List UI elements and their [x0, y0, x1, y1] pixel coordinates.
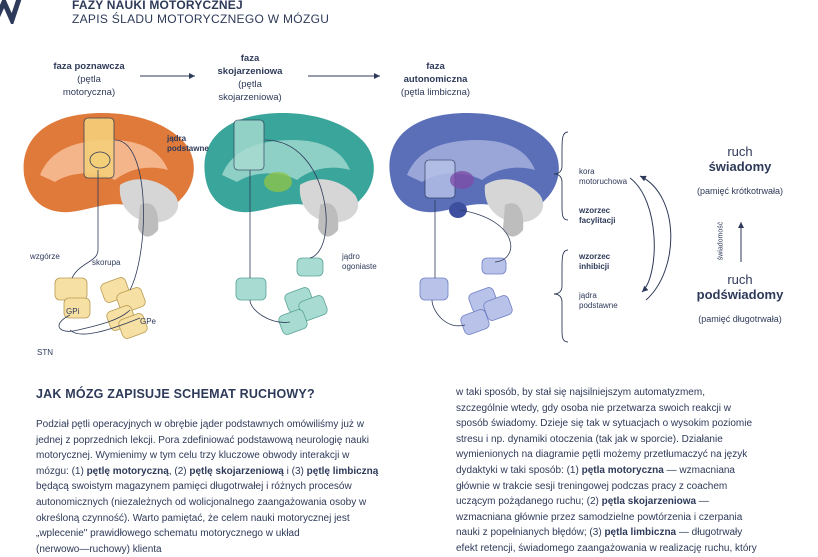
motor-loop-lines — [58, 139, 144, 335]
brain-motor — [23, 113, 194, 237]
brain-limbic — [389, 113, 559, 237]
assoc-loop-lines — [249, 139, 327, 323]
brain-associative — [204, 113, 374, 237]
basal-ganglia-limbic — [419, 257, 513, 335]
brace-lower — [553, 249, 569, 343]
cycle-arrow-down — [629, 177, 655, 293]
cycle-arrow-up — [639, 175, 672, 301]
label-skorupa: skorupa — [92, 258, 121, 267]
motor-learning-diagram — [23, 73, 744, 343]
label-gpi: GPi — [66, 307, 80, 316]
label-swiadomosc: świadomość — [717, 221, 725, 261]
label-wzgorze: wzgórze — [30, 252, 60, 261]
ruch-swiadomy: ruch świadomy (pamięć krótkotrwała) — [696, 144, 784, 196]
article-right-column: w taki sposób, by stał się najsilniejszy… — [456, 387, 757, 554]
label-gpe: GPe — [140, 317, 157, 326]
label-stn: STN — [37, 348, 53, 357]
ruch-podswiadomy: ruch podświadomy (pamięć długotrwała) — [696, 272, 784, 324]
page-title: FAZY NAUKI MOTORYCZNEJ — [72, 0, 243, 12]
page-subtitle: ZAPIS ŚLADU MOTORYCZNEGO W MÓZGU — [72, 12, 330, 26]
basal-ganglia-associative — [235, 257, 328, 335]
section-title: JAK MÓZG ZAPISUJE SCHEMAT RUCHOWY? — [36, 387, 315, 401]
brand-logo — [0, 0, 22, 24]
article-left-column: Podział pętli operacyjnych w obrębie jąd… — [36, 419, 379, 555]
limbic-loop-lines — [431, 200, 512, 327]
basal-ganglia-motor — [54, 277, 148, 339]
brace-upper — [553, 131, 569, 221]
